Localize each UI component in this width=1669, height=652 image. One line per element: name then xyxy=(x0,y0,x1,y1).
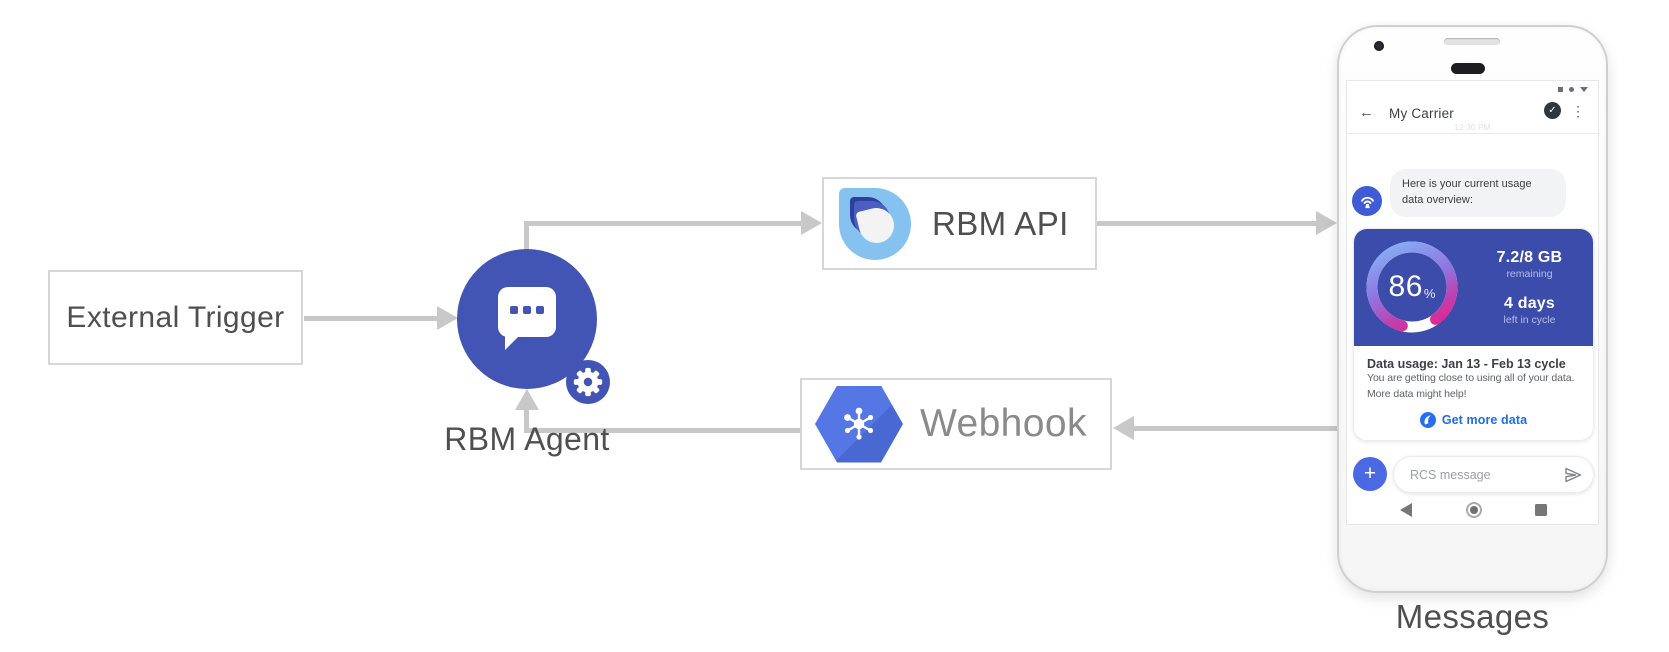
usage-rich-card: 86 % 7.2/8 GB remaining 4 days left in c… xyxy=(1353,228,1594,441)
rbm-agent-node xyxy=(457,249,610,404)
gear-icon xyxy=(566,360,610,404)
usage-card-title: Data usage: Jan 13 - Feb 13 cycle xyxy=(1367,357,1566,371)
phone-screen: ← My Carrier ✓ ⋮ 12:30 PM Here is your c… xyxy=(1346,80,1599,525)
rcs-message-input[interactable] xyxy=(1410,457,1555,492)
arrow-head-icon xyxy=(1316,211,1337,235)
attach-plus-button[interactable]: + xyxy=(1353,457,1387,491)
rbm-api-label: RBM API xyxy=(932,204,1069,242)
arrow-line xyxy=(304,316,439,321)
phone-mockup: ← My Carrier ✓ ⋮ 12:30 PM Here is your c… xyxy=(1337,25,1608,593)
bubble-tail xyxy=(505,336,519,350)
message-composer xyxy=(1393,456,1594,493)
arrow-line xyxy=(524,428,802,433)
arrow-line xyxy=(524,221,802,226)
messages-caption: Messages xyxy=(1395,598,1550,635)
arrow-line xyxy=(524,221,529,255)
days-label: left in cycle xyxy=(1503,314,1556,326)
conversation-title: My Carrier xyxy=(1389,106,1454,121)
speaker-slot xyxy=(1444,38,1500,45)
bubble-dots-icon xyxy=(498,287,556,314)
conversation-header: ← My Carrier ✓ ⋮ 12:30 PM xyxy=(1347,81,1598,134)
overflow-menu-icon[interactable]: ⋮ xyxy=(1571,103,1585,119)
usage-card-text: You are getting close to using all of yo… xyxy=(1367,372,1575,384)
usage-card-text: More data might help! xyxy=(1367,387,1467,400)
arrow-head-icon xyxy=(1113,416,1134,440)
usage-stats: 7.2/8 GB remaining 4 days left in cycle xyxy=(1466,229,1593,346)
broadcast-antenna-icon xyxy=(1360,196,1374,208)
usage-percent: 86 % xyxy=(1388,270,1436,303)
rbm-api-node: RBM API xyxy=(822,177,1097,270)
arrow-head-icon xyxy=(437,306,458,330)
google-cloud-hexagon-icon xyxy=(815,385,903,463)
usage-card-body: Data usage: Jan 13 - Feb 13 cycle You ar… xyxy=(1354,346,1593,440)
usage-gauge: 86 % xyxy=(1364,239,1460,335)
arrow-line xyxy=(524,404,529,433)
webhook-label: Webhook xyxy=(920,402,1087,445)
chat-timestamp: 12:30 PM xyxy=(1454,122,1491,132)
agent-avatar xyxy=(1352,186,1382,216)
rbm-api-logo-icon xyxy=(839,187,911,260)
back-arrow-icon[interactable]: ← xyxy=(1359,104,1374,121)
arrow-head-icon xyxy=(515,389,539,410)
chat-bubble-icon xyxy=(498,287,556,350)
get-more-data-label: Get more data xyxy=(1441,412,1528,427)
arrow-head-icon xyxy=(801,211,822,235)
remaining-value: 7.2/8 GB xyxy=(1496,249,1563,266)
status-signal-icon xyxy=(1558,87,1563,92)
remaining-label: remaining xyxy=(1506,268,1553,280)
status-battery-icon xyxy=(1580,87,1588,92)
android-back-icon[interactable] xyxy=(1400,503,1412,517)
verified-badge-icon: ✓ xyxy=(1544,102,1561,119)
globe-icon xyxy=(1419,411,1436,428)
chat-message-bubble: Here is your current usage data overview… xyxy=(1390,169,1566,217)
send-icon[interactable] xyxy=(1564,466,1582,484)
days-value: 4 days xyxy=(1503,295,1555,312)
external-trigger-node: External Trigger xyxy=(48,270,303,365)
bubble-text-line: Here is your current usage xyxy=(1402,178,1532,190)
status-bar-icons xyxy=(1558,87,1588,92)
earpiece xyxy=(1451,63,1485,74)
front-camera-icon xyxy=(1374,41,1384,51)
usage-card-hero: 86 % 7.2/8 GB remaining 4 days left in c… xyxy=(1354,229,1593,346)
android-recents-icon[interactable] xyxy=(1535,504,1547,516)
rbm-agent-label: RBM Agent xyxy=(444,421,610,457)
arrow-line xyxy=(1097,221,1317,226)
android-home-icon[interactable] xyxy=(1466,502,1482,518)
arrow-line xyxy=(1134,426,1337,431)
bubble-text-line: data overview: xyxy=(1402,193,1473,206)
get-more-data-button[interactable]: Get more data xyxy=(1367,411,1580,428)
webhook-node: Webhook xyxy=(800,378,1112,470)
external-trigger-label: External Trigger xyxy=(66,300,285,334)
status-dot-icon xyxy=(1569,87,1574,92)
